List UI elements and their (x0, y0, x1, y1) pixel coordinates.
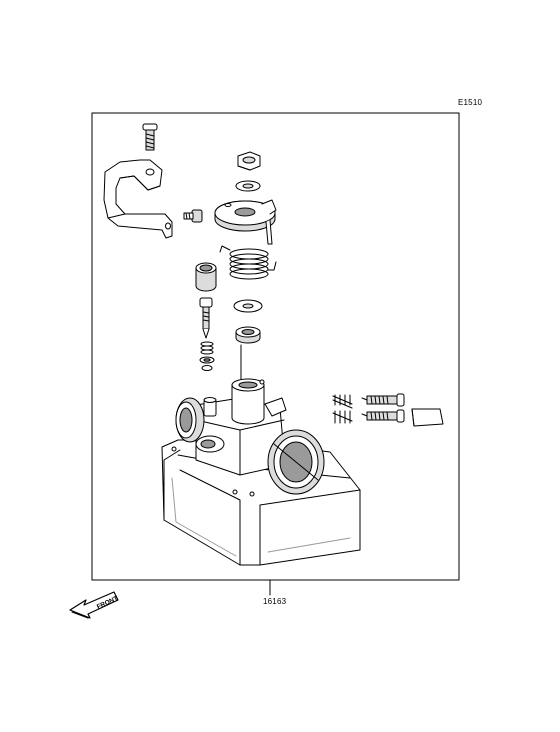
idle-spring (200, 341, 214, 355)
cable-bracket (103, 159, 173, 239)
washer-upper (235, 180, 261, 192)
o-ring-small (201, 365, 213, 371)
bracket-bolt (183, 209, 203, 223)
diagram-code: E1510 (458, 98, 483, 107)
spring-upper (332, 394, 353, 409)
idle-cap (195, 262, 217, 292)
screw-top (142, 123, 158, 151)
diagram-frame (91, 112, 460, 581)
screw-right-upper (361, 393, 405, 407)
throttle-pulley (214, 199, 277, 245)
part-number-label: 16163 (263, 597, 287, 606)
screw-right-lower (361, 409, 405, 423)
throttle-body (161, 378, 361, 566)
spring-lower (332, 410, 353, 424)
idle-adjust-screw (199, 297, 213, 339)
throttle-nut (237, 151, 261, 171)
front-arrow-icon (69, 591, 119, 619)
washer-small (199, 356, 215, 364)
cap-sleeve (411, 408, 444, 427)
return-spring (219, 245, 277, 280)
oil-seal (235, 326, 261, 344)
washer-middle (233, 299, 263, 313)
